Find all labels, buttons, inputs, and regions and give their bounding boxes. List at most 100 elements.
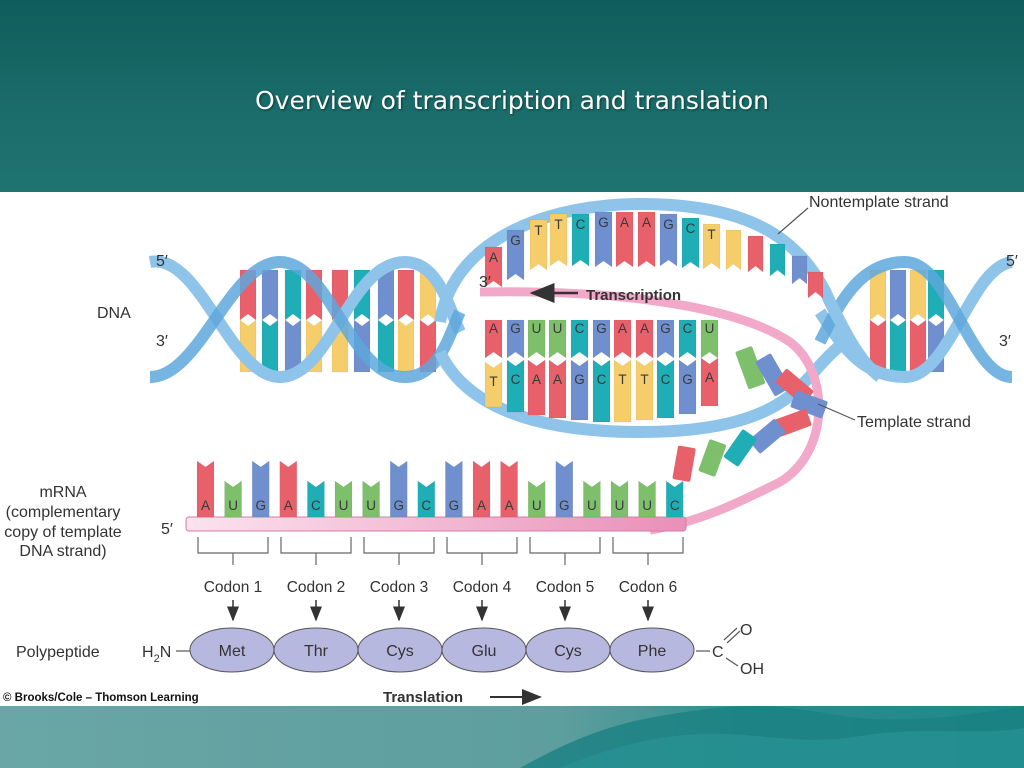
mrna-base [334, 480, 353, 518]
codon: Codon 4 [446, 537, 518, 622]
codon: Codon 5 [529, 537, 601, 622]
left-helix-backbone-front [148, 255, 466, 384]
template-base [548, 359, 567, 419]
mrna-base-letter: G [559, 498, 570, 513]
template-base-letter: T [640, 372, 648, 387]
mrna-curve-base [724, 429, 757, 467]
amino-terminus-label: H2N [142, 644, 171, 665]
mrna-curve-bases [672, 346, 828, 482]
mrna-base-letter: C [670, 498, 680, 513]
mrna-five-prime-label: 5′ [161, 521, 173, 538]
template-base [635, 359, 654, 421]
template-base-letter: C [511, 372, 521, 387]
nontemplate-base-letter: A [489, 250, 498, 265]
amino-acid-label: Thr [304, 643, 329, 660]
template-pointer [817, 403, 856, 421]
template-base [506, 359, 525, 413]
template-label: Template strand [857, 414, 971, 431]
mrna-bubble-base-letter: U [532, 321, 542, 336]
nontemplate-base [594, 211, 613, 268]
codon: Codon 3 [363, 537, 435, 622]
nontemplate-base [681, 217, 700, 269]
mrna-base-letter: U [339, 498, 349, 513]
codon: Codon 1 [197, 537, 269, 622]
mrna-bubble-base [506, 319, 525, 359]
template-base-letter: C [597, 372, 607, 387]
carboxyl-carbon: C [712, 644, 724, 661]
codon: Codon 6 [612, 537, 684, 622]
mrna-bubble-base-letter: A [618, 321, 627, 336]
mrna-base-letter: U [642, 498, 652, 513]
nontemplate-base-letter: A [620, 215, 629, 230]
mrna-base [417, 480, 436, 518]
template-base-letter: C [661, 372, 671, 387]
nontemplate-pointer [777, 207, 809, 235]
codon-bracket [446, 537, 518, 565]
mrna-base-letter: C [421, 498, 431, 513]
mrna-base-letter: A [477, 498, 486, 513]
mrna-base-letter: U [587, 498, 597, 513]
mrna-bubble-base [527, 319, 546, 359]
mrna-base [445, 460, 463, 518]
footer-decoration [520, 706, 1024, 768]
codon-label: Codon 4 [453, 579, 512, 596]
nontemplate-base [549, 213, 568, 267]
right-helix-base [889, 319, 907, 373]
template-base [527, 359, 546, 416]
nontemplate-loose-base [747, 235, 764, 273]
mrna-base-letter: G [393, 498, 404, 513]
codon-bracket [612, 537, 684, 565]
codon-bracket [363, 537, 435, 565]
template-base-letter: T [618, 372, 626, 387]
mrna-base [610, 480, 629, 518]
codon-bracket [280, 537, 352, 565]
codon-bracket [197, 537, 269, 565]
nontemplate-base-letter: C [686, 221, 696, 236]
mrna-curve-base [672, 445, 696, 482]
mrna-base [251, 460, 270, 518]
mrna-backbone [185, 516, 687, 532]
mrna-base [665, 480, 684, 518]
amino-acid-label: Met [219, 643, 246, 660]
five-prime-right-label: 5′ [1006, 253, 1018, 270]
mrna-curve-base [698, 439, 727, 477]
nontemplate-base [529, 219, 548, 271]
nontemplate-loose-bases [725, 229, 824, 299]
three-prime-inner-label: 3′ [479, 274, 491, 291]
slide-footer [0, 706, 1024, 768]
nontemplate-base-letter: G [510, 233, 521, 248]
mrna-base [638, 480, 656, 518]
template-base-letter: G [574, 372, 585, 387]
mrna-bubble-base-letter: U [553, 321, 563, 336]
mrna-curve-base [749, 419, 786, 454]
codon-label: Codon 6 [619, 579, 678, 596]
codon: Codon 2 [280, 537, 352, 622]
amino-acid: Glu [441, 627, 527, 673]
codon-label: Codon 2 [287, 579, 346, 596]
polypeptide-label: Polypeptide [16, 644, 100, 661]
nontemplate-loose-base [807, 271, 824, 299]
mrna-base [555, 460, 574, 518]
amino-acid: Thr [273, 627, 359, 673]
mrna-base-letter: U [228, 498, 238, 513]
mrna-bubble-base [656, 319, 675, 359]
left-helix-base [284, 269, 302, 321]
mrna-base-letter: A [201, 498, 210, 513]
codon-group: Codon 1 Codon 2 Codon 3 Codon 4 Codon 5 Codon… [197, 537, 684, 622]
left-helix-base [397, 319, 415, 373]
left-helix-base [261, 319, 279, 373]
nontemplate-backbone [434, 197, 884, 382]
nontemplate-base-letter: A [642, 215, 651, 230]
mrna-base [224, 480, 242, 518]
nontemplate-loose-base [769, 243, 786, 277]
carboxyl-oxygen: O [740, 622, 752, 639]
five-prime-left-label: 5′ [156, 253, 168, 270]
mrna-desc-line-1: mRNA [39, 484, 86, 501]
template-base [656, 359, 675, 419]
three-prime-left-label: 3′ [156, 333, 168, 350]
slide-title: Overview of transcription and translatio… [254, 86, 770, 115]
right-helix [814, 255, 1014, 384]
mrna-base [196, 460, 215, 518]
